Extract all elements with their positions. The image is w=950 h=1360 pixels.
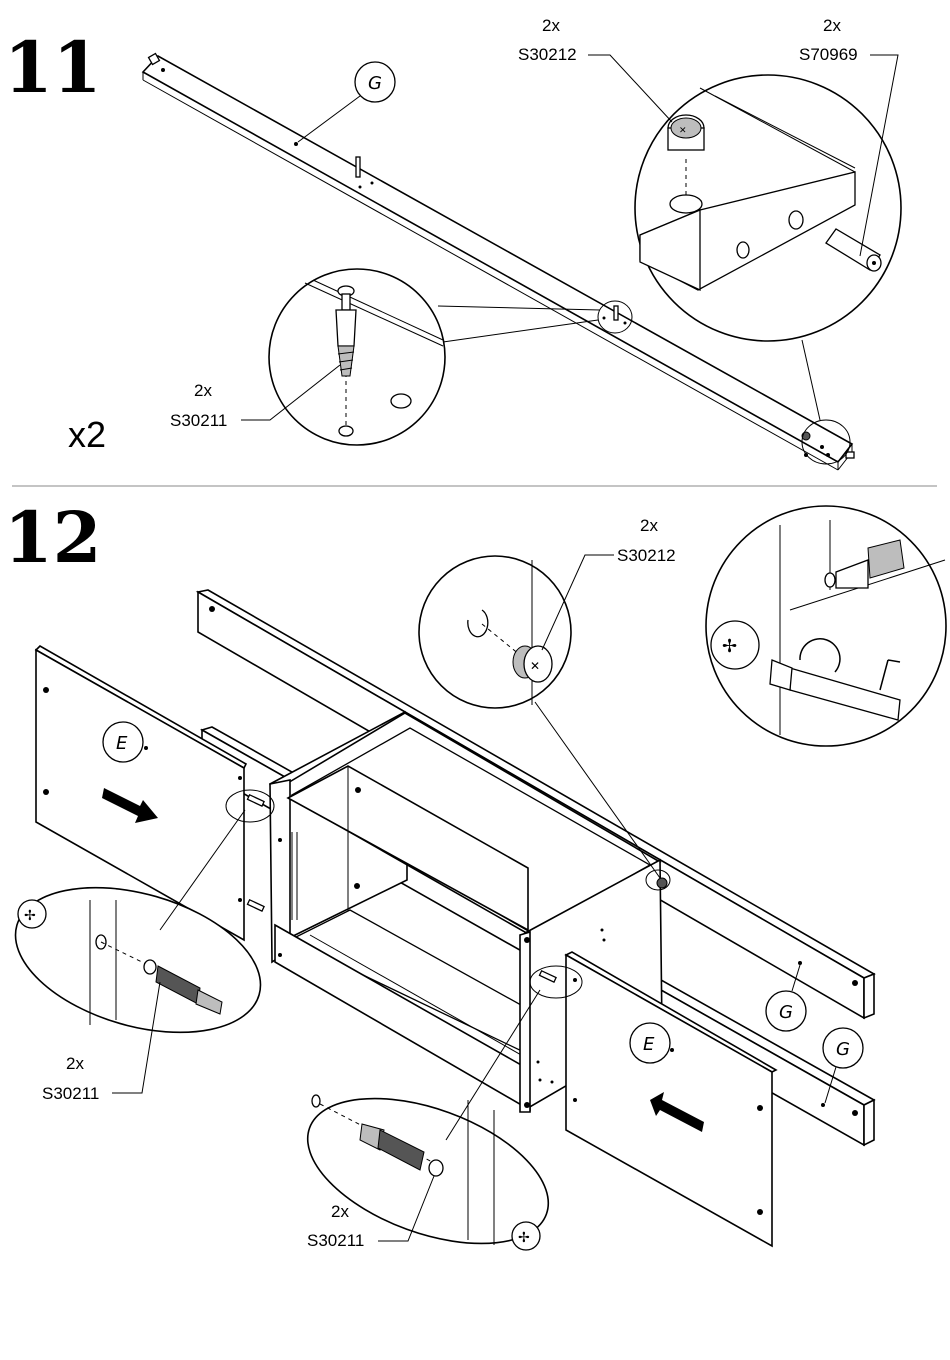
step-12: 12 <box>4 496 947 1251</box>
detail-circle-end-connector: ✕ <box>634 74 902 342</box>
callout-qty: 2x <box>823 16 841 35</box>
part-label-g-upper: G <box>765 964 807 1032</box>
detail-circle-cam-lock: ✕ <box>418 555 572 709</box>
multiplier-x2: x2 <box>68 414 106 455</box>
svg-text:✢: ✢ <box>518 1229 530 1245</box>
cam-lock-face-icon: ✢ <box>710 620 760 670</box>
svg-text:✕: ✕ <box>679 125 687 135</box>
cam-lock-icon: ✕ <box>667 114 705 151</box>
part-letter: G <box>368 73 382 94</box>
callout-s30211-step11: 2x S30211 <box>170 364 341 430</box>
callout-code: S30211 <box>170 411 227 430</box>
svg-text:✢: ✢ <box>24 907 36 923</box>
callout-s30212-step11: 2x S30212 <box>518 16 673 123</box>
part-letter: E <box>116 733 128 754</box>
zoom-marker-mid <box>597 300 633 334</box>
detail-ellipse-left-dowel: ✢ <box>14 886 262 1034</box>
detail-leader-screw-1 <box>442 319 599 343</box>
callout-s70969-step11: 2x S70969 <box>799 16 899 257</box>
screw-bolt-icon <box>335 285 357 377</box>
step-number-11: 11 <box>4 26 101 109</box>
callout-code: S30212 <box>518 45 577 64</box>
callout-qty: 2x <box>640 516 658 535</box>
detail-leader-left-dowel <box>159 809 246 931</box>
board-g-step11 <box>141 52 855 471</box>
screw-dowel-icon <box>824 539 905 589</box>
detail-leader-cam-lock <box>534 701 661 879</box>
dowel-icon <box>825 228 882 272</box>
callout-s30211-right: 2x S30211 <box>307 1175 435 1250</box>
arrow-left-icon <box>650 1092 704 1132</box>
zoom-marker-cam <box>645 869 671 891</box>
detail-ellipse-right-dowel: ✢ <box>306 1094 550 1251</box>
cam-lock-face-icon: ✢ <box>17 899 47 929</box>
detail-leader-right-dowel <box>445 989 541 1141</box>
callout-qty: 2x <box>331 1202 349 1221</box>
part-letter: G <box>779 1002 793 1023</box>
door-e-left <box>34 645 275 942</box>
cam-lock-icon: ✕ <box>512 645 553 683</box>
part-letter: G <box>836 1039 850 1060</box>
cam-lock-face-icon: ✢ <box>511 1221 541 1251</box>
part-letter: E <box>643 1034 655 1055</box>
part-label-g-step11: G <box>297 61 396 143</box>
step-11: 11 <box>4 16 902 471</box>
screw-fastener-icon <box>359 1123 444 1177</box>
svg-text:✢: ✢ <box>722 636 737 656</box>
callout-code: S30211 <box>42 1084 99 1103</box>
part-label-e-right: E <box>629 1022 671 1064</box>
callout-qty: 2x <box>194 381 212 400</box>
callout-code: S30212 <box>617 546 676 565</box>
svg-text:✕: ✕ <box>530 659 540 673</box>
part-label-g-lower: G <box>822 1027 864 1104</box>
callout-code: S30211 <box>307 1231 364 1250</box>
step-number-12: 12 <box>4 496 101 579</box>
callout-s30211-left: 2x S30211 <box>42 981 161 1103</box>
part-label-e-left: E <box>102 721 144 763</box>
callout-code: S70969 <box>799 45 858 64</box>
detail-leader-screw-2 <box>437 305 601 311</box>
detail-circle-tightening: ✢ <box>705 505 947 747</box>
detail-leader-end <box>801 339 821 421</box>
callout-s30212-step12: 2x S30212 <box>541 516 676 651</box>
arrow-right-icon <box>102 788 158 823</box>
door-e-right <box>529 951 778 1248</box>
detail-circle-screw <box>268 268 446 446</box>
zoom-marker-end <box>801 419 851 465</box>
callout-qty: 2x <box>542 16 560 35</box>
screwdriver-icon <box>769 638 901 721</box>
screw-fastener-icon <box>143 959 223 1015</box>
callout-qty: 2x <box>66 1054 84 1073</box>
